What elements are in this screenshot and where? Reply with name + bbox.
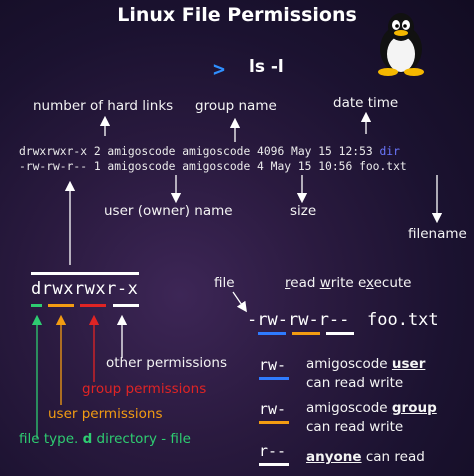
legend-group-line1: amigoscode group — [306, 400, 437, 416]
rwx-x: x — [366, 275, 374, 291]
label-hard-links: number of hard links — [33, 98, 174, 114]
file-example-type: - — [247, 310, 258, 330]
file-type-rest: directory - file — [92, 431, 191, 447]
ls-line-1-text: drwxrwxr-x 2 amigoscode amigoscode 4096 … — [19, 145, 380, 158]
legend-user-pre: amigoscode — [306, 356, 392, 372]
ls-line-1: drwxrwxr-x 2 amigoscode amigoscode 4096 … — [19, 145, 400, 158]
command-text: ls -l — [249, 57, 284, 77]
legend-group-bold: group — [391, 400, 437, 416]
tux-penguin-icon — [378, 13, 424, 76]
file-example-name: foo.txt — [367, 310, 439, 330]
page-title: Linux File Permissions — [117, 4, 357, 26]
legend-group-pre: amigoscode — [306, 400, 392, 416]
file-example: -rw-rw-r-- — [247, 310, 349, 330]
legend-code-user: rw- — [259, 356, 287, 374]
file-example-other: r-- — [318, 310, 350, 330]
label-filename: filename — [408, 226, 467, 242]
label-size: size — [290, 203, 317, 219]
ls-line-2-text: -rw-rw-r-- 1 amigoscode amigoscode 4 May… — [19, 160, 360, 173]
legend-other-line2: can read — [365, 449, 425, 465]
file-type-d: d — [82, 431, 93, 447]
label-group-name: group name — [195, 98, 277, 114]
arrow-file-type — [232, 291, 247, 313]
underline-user — [48, 304, 74, 307]
label-read-write-execute: read write execute — [285, 275, 412, 291]
rwx-w: w — [319, 275, 331, 291]
file-example-user: rw- — [257, 310, 288, 330]
rwx-ecute: ecute — [373, 275, 412, 291]
underline-other — [113, 304, 139, 307]
legend-underline-other — [259, 463, 289, 466]
label-file-type: file type. d directory - file — [19, 431, 191, 447]
legend-code-group: rw- — [259, 400, 287, 418]
prompt-chevron-icon: > — [213, 57, 226, 81]
underline-example-user — [258, 332, 286, 335]
legend-underline-user — [259, 377, 289, 380]
legend-user-line2: can read write — [306, 375, 404, 391]
rwx-r: r — [285, 275, 291, 291]
perm-example: drwxrwxr-x — [31, 279, 139, 299]
legend-underline-group — [259, 421, 289, 424]
label-file: file — [214, 275, 235, 291]
underline-group — [80, 304, 106, 307]
underline-example-group — [292, 332, 320, 335]
rwx-ead: ead — [290, 275, 320, 291]
file-type-text: file type. — [19, 431, 83, 447]
ls-line-2: -rw-rw-r-- 1 amigoscode amigoscode 4 May… — [19, 160, 407, 173]
legend-user-line1: amigoscode user — [306, 356, 425, 372]
legend-other-bold: anyone — [306, 449, 362, 465]
legend-group-line2: can read write — [306, 419, 404, 435]
ls-line-2-name: foo.txt — [359, 160, 407, 173]
label-user-permissions: user permissions — [48, 406, 163, 422]
ls-line-1-name: dir — [379, 145, 400, 158]
label-owner-name: user (owner) name — [104, 203, 233, 219]
label-date-time: date time — [333, 95, 399, 111]
rwx-rite: rite e — [330, 275, 367, 291]
underline-type — [31, 304, 42, 307]
file-example-group: rw- — [287, 310, 319, 330]
legend-other-line1: anyone can read — [306, 449, 425, 465]
label-other-permissions: other permissions — [106, 355, 228, 371]
legend-user-bold: user — [391, 356, 426, 372]
underline-example-other — [326, 332, 354, 335]
perm-overline — [31, 272, 139, 275]
legend-code-other: r-- — [259, 442, 287, 460]
label-group-permissions: group permissions — [82, 381, 207, 397]
